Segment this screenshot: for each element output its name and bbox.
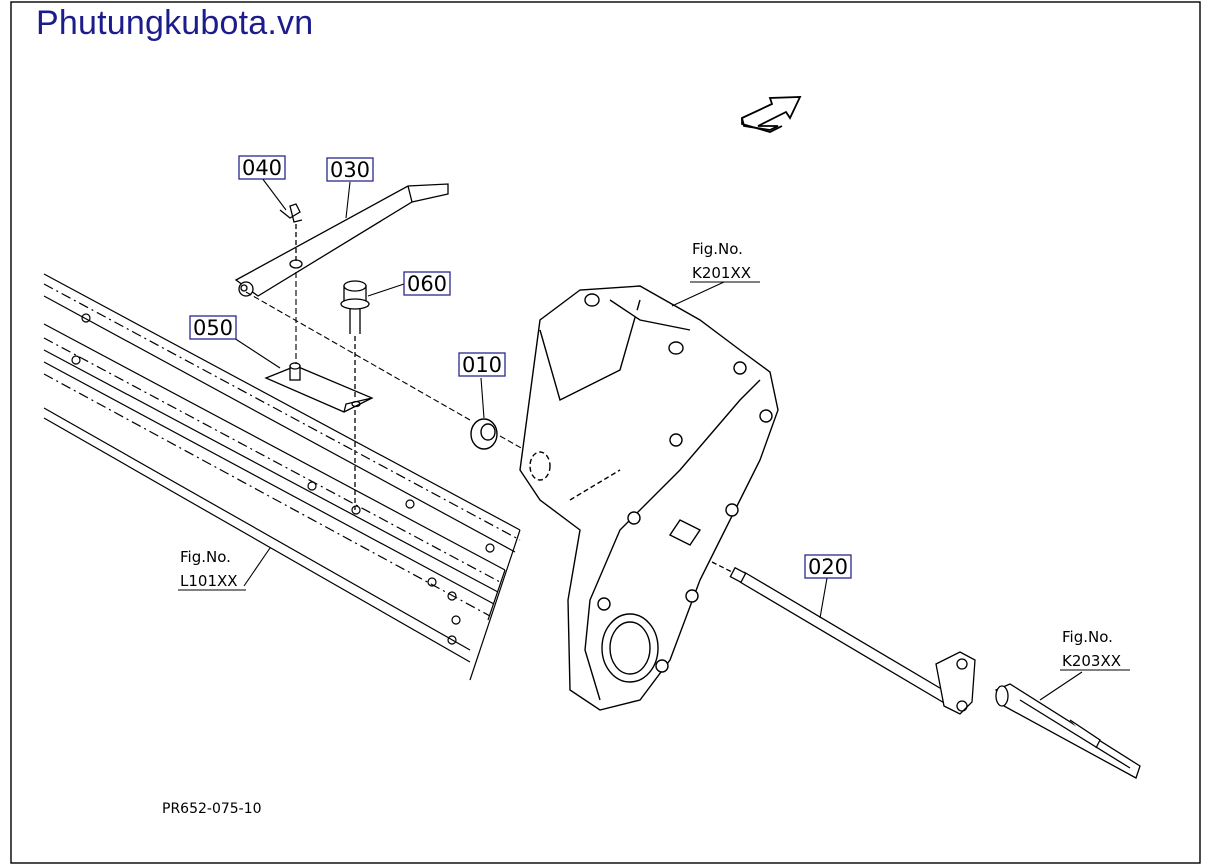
callout-030: 030 bbox=[330, 158, 370, 182]
gear-case-housing bbox=[519, 285, 779, 711]
washer-part-010 bbox=[470, 418, 498, 450]
shaft-part-020 bbox=[711, 561, 976, 715]
output-shaft bbox=[995, 683, 1141, 779]
bolt-part-060 bbox=[340, 280, 370, 510]
pin-part-040 bbox=[279, 203, 303, 262]
frame-rail bbox=[43, 273, 521, 681]
callout-leaders bbox=[178, 177, 1130, 701]
fig-ref-k203-line2: K203XX bbox=[1062, 652, 1121, 670]
callout-box-040 bbox=[238, 155, 286, 180]
callout-020: 020 bbox=[808, 555, 848, 579]
callout-box-060 bbox=[403, 271, 451, 296]
callout-010: 010 bbox=[462, 353, 502, 377]
brand-watermark: Phutungkubota.vn bbox=[36, 4, 314, 42]
fig-ref-k201-line2: K201XX bbox=[692, 264, 751, 282]
callout-060: 060 bbox=[407, 272, 447, 296]
lever-part-030 bbox=[234, 183, 449, 297]
fig-ref-k201-line1: Fig.No. bbox=[692, 240, 743, 258]
callout-box-020 bbox=[804, 554, 852, 579]
direction-arrow-icon bbox=[740, 96, 802, 133]
fig-ref-l101-line1: Fig.No. bbox=[180, 548, 231, 566]
callout-box-050 bbox=[189, 315, 237, 340]
fig-ref-k203-line1: Fig.No. bbox=[1062, 628, 1113, 646]
drawing-border bbox=[10, 1, 1201, 864]
callout-040: 040 bbox=[242, 156, 282, 180]
callout-box-030 bbox=[326, 157, 374, 182]
plate-part-050 bbox=[264, 362, 374, 413]
callout-box-010 bbox=[458, 352, 506, 377]
document-number: PR652-075-10 bbox=[162, 801, 262, 817]
fig-ref-l101-line2: L101XX bbox=[180, 572, 238, 590]
callout-050: 050 bbox=[193, 316, 233, 340]
